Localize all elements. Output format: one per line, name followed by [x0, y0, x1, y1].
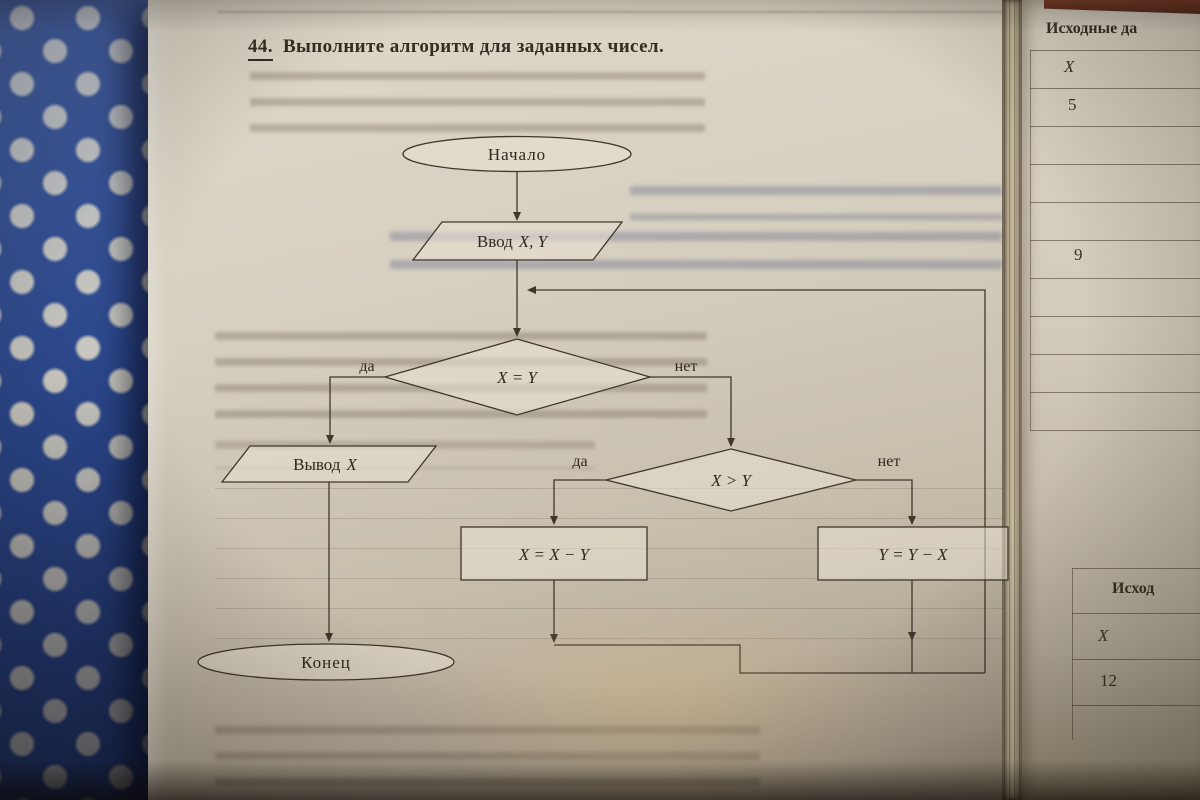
bleedthrough-paragraph-top — [250, 72, 705, 132]
exercise-title: 44. Выполните алгоритм для заданных чисел… — [248, 36, 664, 61]
right-table-bottom-cell-12: 12 — [1100, 671, 1117, 690]
exercise-number: 44. — [248, 36, 273, 61]
exercise-title-text: Выполните алгоритм для заданных чисел. — [282, 36, 665, 57]
bleedthrough-line — [215, 441, 595, 469]
right-table-top-cell-9: 9 — [1074, 245, 1083, 264]
table-line — [1030, 88, 1200, 89]
page-top-crease — [218, 11, 1004, 13]
right-table-bottom-cell-x: X — [1098, 626, 1109, 645]
table-line — [1072, 613, 1200, 614]
table-line — [1030, 354, 1200, 355]
table-line — [1030, 202, 1200, 203]
table-left-border — [1030, 50, 1031, 430]
table-line — [1030, 430, 1200, 431]
handwriting-hint-2 — [390, 232, 1002, 278]
table-line — [1030, 316, 1200, 317]
table-line — [1072, 659, 1200, 660]
table-line — [1030, 164, 1200, 165]
textbook-right-page: Исходные да X 5 9 Исход X 12 — [1022, 0, 1200, 800]
table-line — [1030, 50, 1200, 51]
right-table-top-header: Исходные да — [1046, 20, 1138, 37]
right-table-top-cell-x: X — [1064, 57, 1075, 76]
table-line — [1030, 392, 1200, 393]
table-line — [1030, 126, 1200, 127]
page-stack-edge — [1002, 0, 1022, 800]
table-left-border — [1072, 568, 1073, 740]
handwriting-hint-1 — [630, 186, 1002, 220]
table-line — [1030, 278, 1200, 279]
table-line — [1030, 240, 1200, 241]
plastic-cover-glare — [148, 0, 176, 800]
table-line — [1072, 568, 1200, 569]
table-line — [1072, 705, 1200, 706]
right-table-bottom-header: Исход — [1112, 580, 1155, 597]
right-table-top-cell-5: 5 — [1068, 95, 1077, 114]
bleedthrough-paragraph-middle — [215, 332, 707, 434]
